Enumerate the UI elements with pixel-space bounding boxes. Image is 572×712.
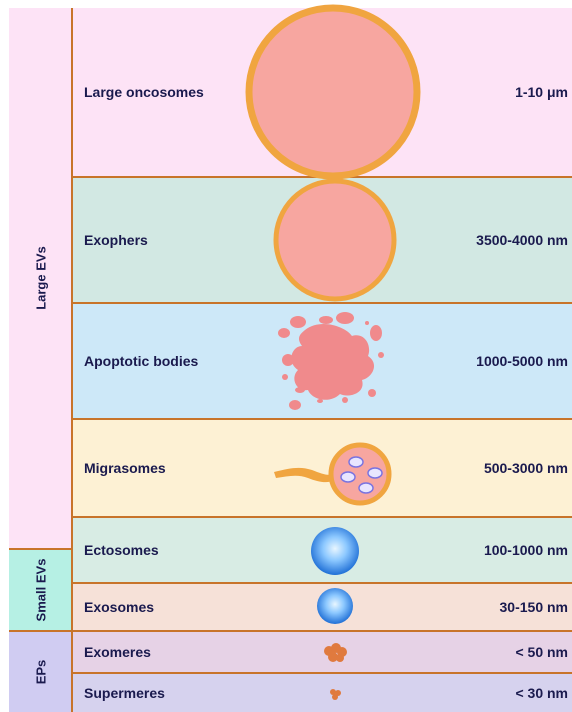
apoptotic-body-icon: [278, 312, 384, 410]
exomere-icon: [324, 643, 347, 662]
exopher-icon: [276, 181, 394, 299]
ectosome-icon: [311, 527, 359, 575]
migrasome-icon: [274, 445, 389, 503]
supermere-icon: [330, 689, 341, 700]
large-oncosome-icon: [249, 8, 417, 176]
exosome-icon: [317, 588, 353, 624]
